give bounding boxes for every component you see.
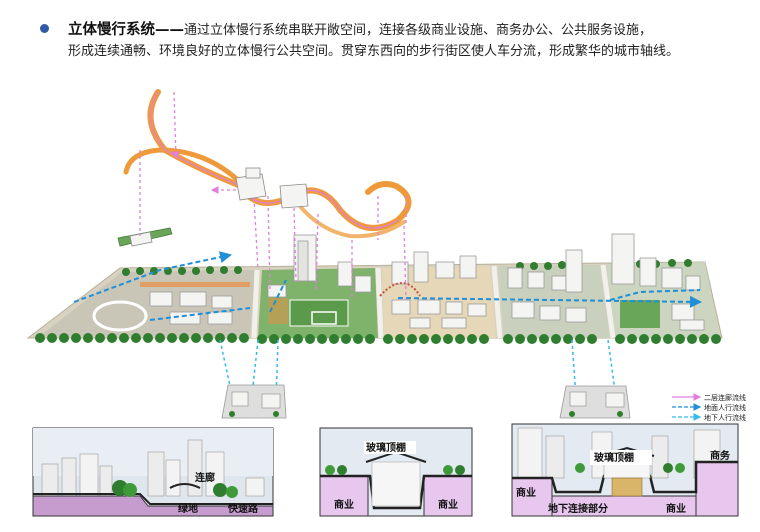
legend-label-3: 地下人行流线 — [704, 413, 746, 422]
basement-plan-left — [221, 384, 287, 419]
corridor-nodes — [235, 167, 309, 209]
basement-plan-right — [559, 385, 631, 419]
legend: 二层连廊流线 地面人行流线 地下人行流线 — [672, 393, 746, 422]
road-1 — [251, 269, 260, 339]
section-right: 玻璃顶棚 商务 商业 地下连接部分 商业 — [511, 423, 739, 517]
section-left-expressway-label: 快速路 — [227, 502, 259, 515]
legend-label-1: 二层连廊流线 — [704, 393, 746, 402]
road-3 — [491, 265, 503, 339]
section-right-office-label: 商务 — [710, 449, 731, 462]
header-line-2: 形成连续通畅、环境良好的立体慢行公共空间。贯穿东西向的步行街区使人车分流，形成繁… — [68, 44, 680, 59]
round-plaza — [92, 300, 148, 332]
section-left-corridor-label: 连廊 — [195, 471, 215, 484]
header-line-1: 立体慢行系统——通过立体慢行系统串联开敞空间，连接各级商业设施、商务办公、公共服… — [68, 18, 652, 39]
bullet-icon — [40, 24, 49, 33]
perimeter-trees — [35, 259, 721, 344]
section-right-commerce-bottom-label: 商业 — [666, 502, 686, 515]
legend-label-2: 地面人行流线 — [704, 403, 746, 412]
section-middle-right-label: 商业 — [438, 498, 458, 511]
ground-pedestrian-flow — [73, 251, 702, 321]
section-right-underground-label: 地下连接部分 — [548, 502, 608, 515]
sports-field — [311, 311, 337, 325]
road-2 — [375, 267, 384, 339]
green-block-right — [620, 300, 660, 328]
section-right-commerce-left-label: 商业 — [516, 486, 536, 499]
second-floor-corridor-flow — [139, 91, 407, 301]
section-right-roof-label: 玻璃顶棚 — [594, 451, 634, 464]
section-middle-left-label: 商业 — [334, 498, 354, 511]
section-middle-roof-label: 玻璃顶棚 — [366, 441, 406, 454]
floating-slab — [117, 227, 173, 247]
header-title: 立体慢行系统—— — [68, 22, 184, 38]
section-middle: 玻璃顶棚 商业 商业 — [319, 427, 473, 517]
buildings — [149, 233, 705, 331]
master-plan-axonometric — [26, 233, 723, 344]
section-left: 连廊 绿地 快速路 — [32, 427, 274, 517]
section-left-greenland-label: 绿地 — [178, 502, 198, 515]
commercial-strip-1 — [140, 282, 250, 287]
green-court — [289, 299, 349, 327]
header-description-1: 通过立体慢行系统串联开敞空间，连接各级商业设施、商务办公、公共服务设施， — [184, 23, 653, 38]
arc-feature — [379, 282, 421, 297]
elevated-corridor — [123, 89, 412, 239]
